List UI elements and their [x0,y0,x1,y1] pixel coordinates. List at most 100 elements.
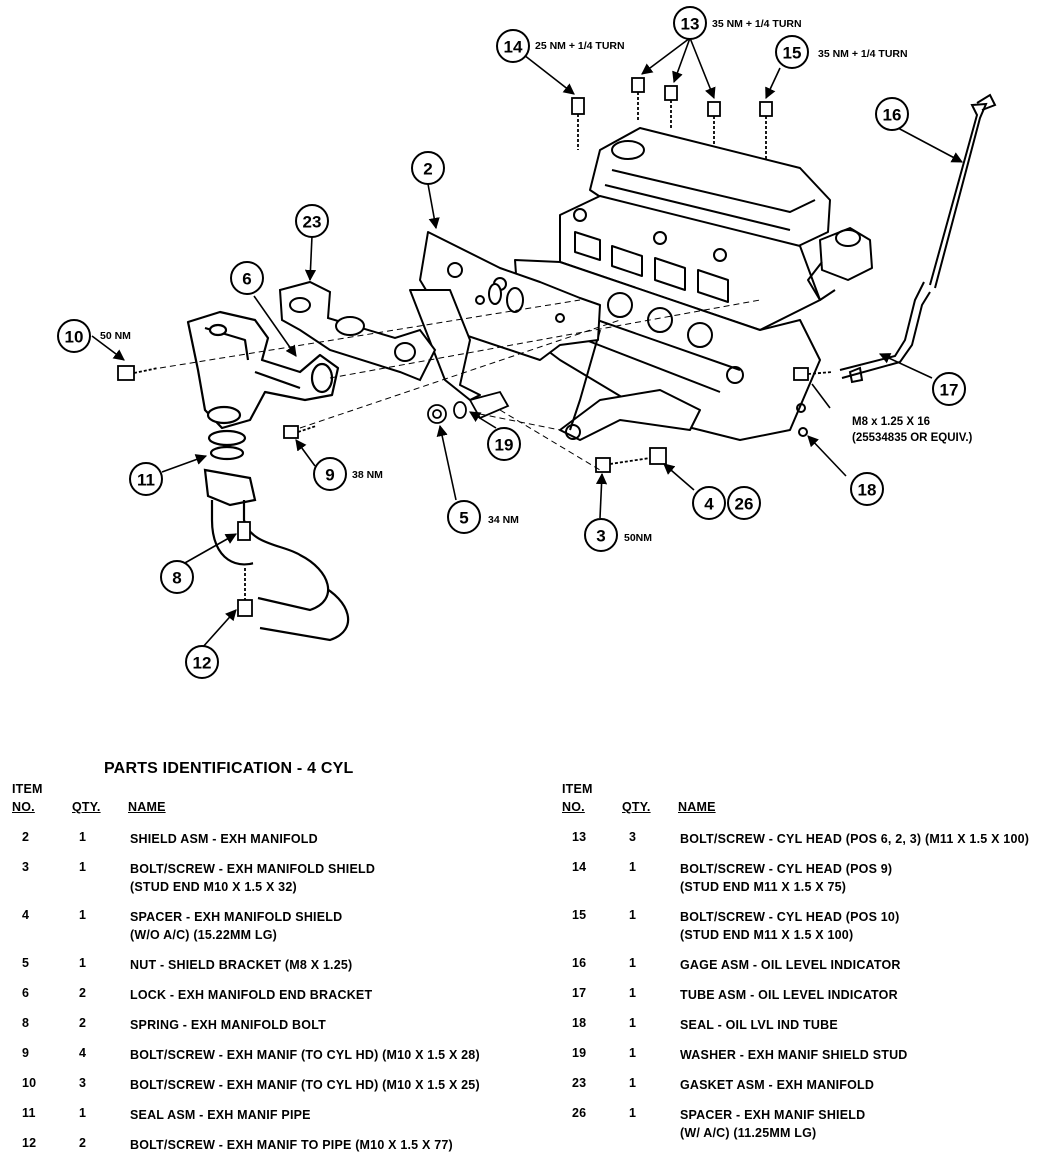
item-quantity: 1 [629,986,637,1000]
item-number: 12 [22,1136,37,1150]
item-number: 16 [572,956,587,970]
item-name: TUBE ASM - OIL LEVEL INDICATOR [680,988,898,1002]
item-quantity: 1 [629,1106,637,1120]
torque-spec-10: 50 NM [100,330,131,342]
header-name: NAME [128,800,166,814]
item-name: SHIELD ASM - EXH MANIFOLD [130,832,318,846]
item-name: GASKET ASM - EXH MANIFOLD [680,1078,875,1092]
item-number: 26 [572,1106,587,1120]
item-name: BOLT/SCREW - CYL HEAD (POS 10)(STUD END … [680,910,900,942]
callout-15: 15 [783,44,802,63]
item-quantity: 2 [79,1016,87,1030]
item-name: BOLT/SCREW - EXH MANIF (TO CYL HD) (M10 … [130,1078,480,1092]
parts-table-row: 17 1 TUBE ASM - OIL LEVEL INDICATOR [562,986,1056,1016]
item-name: SEAL ASM - EXH MANIF PIPE [130,1108,311,1122]
item-name: BOLT/SCREW - CYL HEAD (POS 6, 2, 3) (M11… [680,832,1030,846]
item-name: BOLT/SCREW - EXH MANIFOLD SHIELD(STUD EN… [130,862,376,894]
parts-table-row: 4 1 SPACER - EXH MANIFOLD SHIELD(W/O A/C) … [12,908,512,956]
item-number: 11 [22,1106,36,1120]
callout-4: 4 [704,495,714,514]
callout-13: 13 [681,15,700,34]
header-no: NO. [12,800,35,814]
torque-spec-3: 50NM [624,532,652,544]
item-name: SEAL - OIL LVL IND TUBE [680,1018,838,1032]
callout-14: 14 [504,38,523,57]
torque-spec-9: 38 NM [352,469,383,481]
item-quantity: 1 [79,860,87,874]
item-name: LOCK - EXH MANIFOLD END BRACKET [130,988,373,1002]
item-quantity: 1 [629,1046,637,1060]
torque-spec-14: 25 NM + 1/4 TURN [535,40,625,52]
parts-table-row: 3 1 BOLT/SCREW - EXH MANIFOLD SHIELD(STUD … [12,860,512,908]
parts-table-header: ITEM NO. QTY. NAME [12,782,512,816]
exhaust-manifold-shield-drawing [409,231,601,401]
item-quantity: 3 [629,830,637,844]
item-number: 9 [22,1046,30,1060]
exhaust-manifold-drawing [186,310,340,430]
item-number: 8 [22,1016,30,1030]
item-quantity: 1 [629,860,637,874]
item-number: 2 [22,830,30,844]
callout-3: 3 [596,527,605,546]
item-quantity: 1 [79,956,87,970]
callout-10: 10 [65,328,84,347]
callout-16: 16 [883,106,902,125]
item-number: 17 [572,986,587,1000]
item-quantity: 1 [629,1076,637,1090]
item-quantity: 1 [79,830,87,844]
callout-18: 18 [858,481,877,500]
fastener-spec-18-line1: M8 x 1.25 X 16 [852,416,930,428]
parts-table-row: 15 1 BOLT/SCREW - CYL HEAD (POS 10)(STUD E… [562,908,1056,956]
parts-table-title: PARTS IDENTIFICATION - 4 CYL [104,760,354,777]
item-quantity: 4 [79,1046,87,1060]
item-quantity: 1 [629,908,637,922]
callout-2: 2 [423,160,432,179]
header-item: ITEM [562,782,593,796]
fasteners-drawing [117,77,833,617]
parts-table-row: 2 1 SHIELD ASM - EXH MANIFOLD [12,830,512,860]
item-name: SPACER - EXH MANIF SHIELD(W/ A/C) (11.25… [680,1108,866,1140]
header-qty: QTY. [72,800,101,814]
parts-table-row: 8 2 SPRING - EXH MANIFOLD BOLT [12,1016,512,1046]
callout-5: 5 [459,509,468,528]
torque-spec-13: 35 NM + 1/4 TURN [712,18,802,30]
callout-circles [57,6,966,679]
item-number: 10 [22,1076,37,1090]
item-quantity: 2 [79,1136,87,1150]
torque-spec-15: 35 NM + 1/4 TURN [818,48,908,60]
item-quantity: 3 [79,1076,87,1090]
parts-table-row: 10 3 BOLT/SCREW - EXH MANIF (TO CYL HD) (M… [12,1076,512,1106]
item-quantity: 2 [79,986,87,1000]
oil-level-indicator-drawing [796,93,997,437]
exploded-engine-diagram: 14 13 15 16 2 23 6 10 17 19 9 11 18 4 26… [57,6,997,679]
item-quantity: 1 [629,956,637,970]
item-name: WASHER - EXH MANIF SHIELD STUD [680,1048,908,1062]
torque-spec-5: 34 NM [488,514,519,526]
item-quantity: 1 [629,1016,637,1030]
item-number: 4 [22,908,30,922]
callout-leaders [91,37,963,649]
item-quantity: 1 [79,908,87,922]
item-number: 15 [572,908,587,922]
callout-19: 19 [495,436,514,455]
item-name: SPRING - EXH MANIFOLD BOLT [130,1018,326,1032]
item-number: 3 [22,860,30,874]
item-name: BOLT/SCREW - CYL HEAD (POS 9)(STUD END M… [680,862,893,894]
parts-table-left-column: ITEM NO. QTY. NAME 2 1 SHIELD ASM - EXH MA… [12,782,512,1166]
callout-26: 26 [735,495,754,514]
fastener-spec-18-line2: (25534835 OR EQUIV.) [852,432,973,444]
parts-table-row: 26 1 SPACER - EXH MANIF SHIELD(W/ A/C) (11… [562,1106,1056,1154]
parts-table-row: 18 1 SEAL - OIL LVL IND TUBE [562,1016,1056,1046]
item-name: SPACER - EXH MANIFOLD SHIELD(W/O A/C) (1… [130,910,343,942]
item-number: 18 [572,1016,587,1030]
callout-8: 8 [172,569,181,588]
alignment-lines [159,299,761,471]
